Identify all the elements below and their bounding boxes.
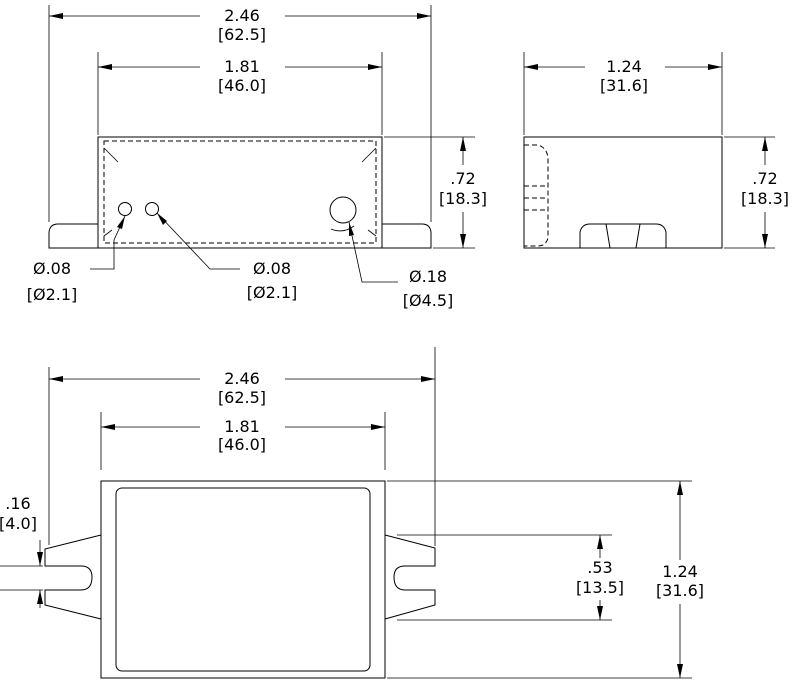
front-corner-mark xyxy=(361,147,377,163)
hole-large-mm: [Ø4.5] xyxy=(403,291,454,310)
top-slot-width-mm: [4.0] xyxy=(0,514,37,533)
arrowhead xyxy=(371,424,385,430)
arrowhead xyxy=(101,424,115,430)
front-overall-length-in: 2.46 xyxy=(224,6,260,25)
arrowhead xyxy=(49,13,63,19)
arrowhead xyxy=(49,376,63,382)
arrowhead xyxy=(597,606,603,620)
arrowhead xyxy=(117,216,125,229)
top-body-length-mm: [46.0] xyxy=(218,435,266,454)
front-height-mm: [18.3] xyxy=(439,189,487,208)
arrowhead xyxy=(677,664,683,678)
arrowhead xyxy=(597,535,603,549)
front-hole-large xyxy=(329,196,357,224)
arrowhead xyxy=(37,552,43,566)
top-body-length-in: 1.81 xyxy=(224,417,260,436)
arrowhead xyxy=(37,590,43,604)
leader-line xyxy=(156,212,240,270)
hole-small-1-mm: [Ø2.1] xyxy=(27,285,78,304)
front-body-hidden-edge xyxy=(103,140,377,244)
front-view: 2.46 [62.5] 1.81 [46.0] .72 [18.3] Ø.08 … xyxy=(27,5,487,310)
top-overall-length-in: 2.46 xyxy=(224,369,260,388)
front-body-outline xyxy=(97,136,383,249)
leader-line xyxy=(348,221,398,283)
side-height-mm: [18.3] xyxy=(741,189,789,208)
front-height-in: .72 xyxy=(450,169,475,188)
front-corner-mark xyxy=(103,229,113,237)
side-body-outline xyxy=(523,136,723,249)
front-hole-small-1 xyxy=(118,202,132,216)
top-left-flange xyxy=(44,534,102,620)
arrowhead xyxy=(157,213,167,225)
side-view: 1.24 [31.6] .72 [18.3] xyxy=(523,52,789,249)
arrowhead xyxy=(460,234,466,248)
top-slot-spacing-in: .53 xyxy=(587,558,612,577)
top-right-flange xyxy=(384,534,436,620)
arrowhead xyxy=(460,137,466,151)
top-slot-spacing-mm: [13.5] xyxy=(576,578,624,597)
arrowhead xyxy=(762,234,768,248)
top-width-in: 1.24 xyxy=(662,562,698,581)
top-body-inner xyxy=(115,487,371,672)
front-hole-large-arc xyxy=(330,225,355,232)
top-slot-width-in: .16 xyxy=(5,494,30,513)
top-width-mm: [31.6] xyxy=(656,581,704,600)
side-height-in: .72 xyxy=(752,169,777,188)
top-body-outline xyxy=(100,480,386,679)
arrowhead xyxy=(98,64,112,70)
arrowhead xyxy=(677,481,683,495)
front-corner-mark xyxy=(103,147,119,163)
front-hole-small-2 xyxy=(145,202,159,216)
arrowhead xyxy=(368,64,382,70)
front-overall-length-mm: [62.5] xyxy=(218,25,266,44)
side-hidden-flange xyxy=(524,144,549,247)
front-left-flange xyxy=(48,223,98,249)
side-width-in: 1.24 xyxy=(606,57,642,76)
hole-small-1-in: Ø.08 xyxy=(33,259,71,278)
side-foot-edge xyxy=(605,223,611,249)
side-foot xyxy=(579,223,667,248)
front-corner-mark xyxy=(367,229,377,237)
arrowhead xyxy=(417,13,431,19)
arrowhead xyxy=(421,376,435,382)
side-width-mm: [31.6] xyxy=(600,76,648,95)
front-body-length-in: 1.81 xyxy=(224,57,260,76)
front-body-length-mm: [46.0] xyxy=(218,76,266,95)
arrowhead xyxy=(708,64,722,70)
arrowhead xyxy=(524,64,538,70)
arrowhead xyxy=(762,137,768,151)
top-view: 2.46 [62.5] 1.81 [46.0] .16 [4.0] .53 [1… xyxy=(0,347,704,679)
hole-large-in: Ø.18 xyxy=(409,267,447,286)
top-overall-length-mm: [62.5] xyxy=(218,388,266,407)
side-foot-edge xyxy=(635,223,641,249)
front-right-flange xyxy=(382,223,432,249)
hole-small-2-in: Ø.08 xyxy=(253,259,291,278)
arrowhead xyxy=(349,222,354,236)
hole-small-2-mm: [Ø2.1] xyxy=(247,283,298,302)
